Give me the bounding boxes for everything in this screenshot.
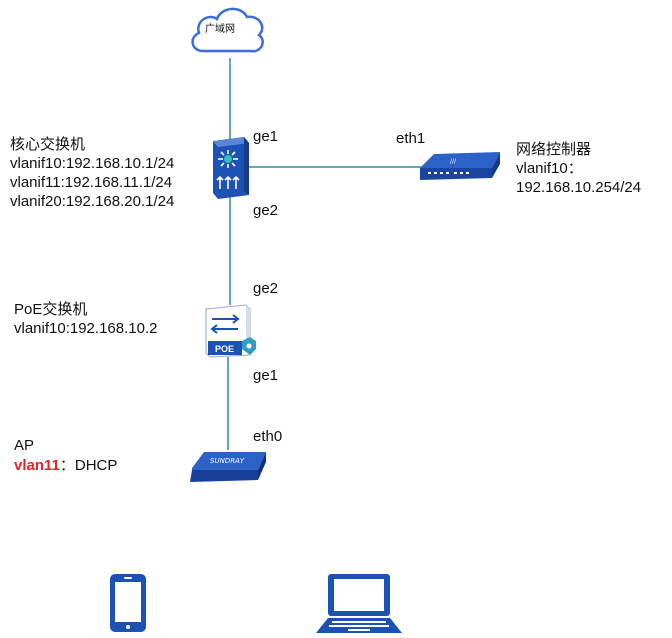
core-switch-title: 核心交换机 [10, 136, 86, 153]
poe-switch-title: PoE交换机 [14, 301, 88, 318]
ap-brand-label: SUNDRAY [210, 457, 245, 465]
poe-switch-port-ge1: ge1 [253, 367, 279, 384]
smartphone-icon [108, 573, 148, 633]
core-switch-port-ge1: ge1 [253, 128, 279, 145]
poe-switch-port-ge2: ge2 [253, 280, 279, 297]
poe-badge-label: POE [215, 344, 234, 354]
laptop-icon [314, 573, 404, 633]
core-switch-vlanif11: vlanif11:192.168.11.1/24 [10, 174, 173, 191]
core-switch-vlanif20: vlanif20:192.168.20.1/24 [10, 193, 175, 210]
network-controller-icon: /// [420, 150, 500, 182]
core-switch-icon [206, 137, 249, 199]
wan-cloud-label: 广域网 [205, 24, 235, 35]
poe-switch-icon: POE [202, 303, 258, 359]
core-switch-port-ge2: ge2 [253, 202, 279, 219]
core-switch-vlanif10: vlanif10:192.168.10.1/24 [10, 155, 175, 172]
ap-port-eth0: eth0 [253, 428, 283, 445]
ap-vlan: vlan11 [14, 457, 60, 474]
ap-title: AP [14, 437, 35, 454]
svg-text:///: /// [450, 158, 457, 165]
ap-mode: ：DHCP [59, 457, 118, 474]
controller-port-eth1: eth1 [396, 130, 426, 147]
controller-vlanif10: vlanif10： [516, 160, 583, 177]
ap-vlan-line: vlan11：DHCP [14, 456, 117, 475]
wan-cloud-icon [185, 3, 269, 59]
controller-title: 网络控制器 [516, 141, 592, 158]
controller-ip: 192.168.10.254/24 [516, 179, 642, 196]
poe-switch-vlanif10: vlanif10:192.168.10.2 [14, 320, 158, 337]
access-point-icon: SUNDRAY [188, 448, 270, 484]
